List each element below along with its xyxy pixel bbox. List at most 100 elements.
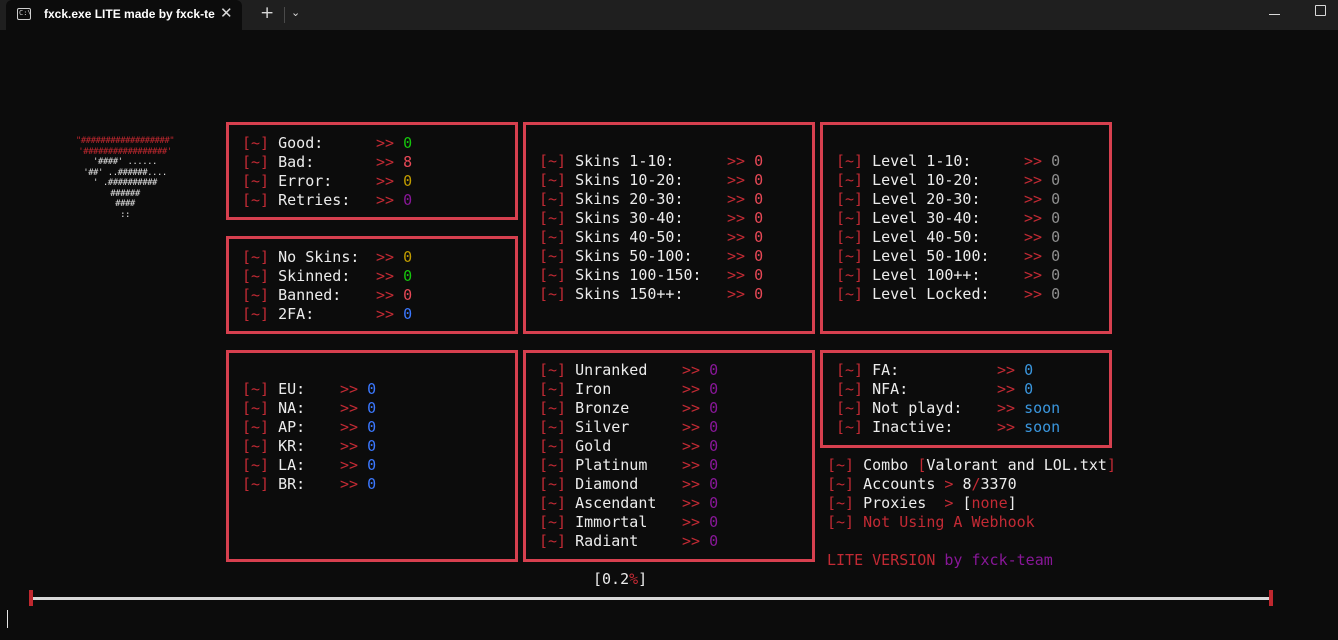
level-label: Level 30-40:	[872, 209, 981, 227]
rank-value: 0	[709, 513, 719, 531]
region-label: NA:	[278, 399, 306, 417]
level-row: [~] Level 100++:>> 0	[836, 266, 1060, 285]
arrow: >>	[1024, 266, 1043, 284]
proxies-line: [~] Proxies > [none]	[827, 494, 1017, 513]
access-value: 0	[1024, 361, 1034, 379]
region-label: LA:	[278, 456, 306, 474]
accounts-line: [~] Accounts > 8/3370	[827, 475, 1017, 494]
chevron-down-icon[interactable]: ⌄	[291, 6, 301, 19]
region-row: [~] AP:>> 0	[242, 418, 376, 437]
minimize-icon[interactable]	[1269, 14, 1280, 15]
region-value: 0	[367, 437, 377, 455]
region-value: 0	[367, 380, 377, 398]
arrow: >>	[682, 513, 701, 531]
skins-label: Skins 50-100:	[575, 247, 693, 265]
terminal-tab[interactable]: C:\ fxck.exe LITE made by fxck-te ✕	[6, 0, 242, 30]
bracket: [~]	[242, 172, 270, 190]
bracket: [~]	[836, 228, 864, 246]
stat-value: 0	[403, 134, 413, 152]
level-row: [~] Level 1-10:>> 0	[836, 152, 1060, 171]
access-label: NFA:	[872, 380, 909, 398]
state-row-banned: [~] Banned:>> 0	[242, 286, 412, 305]
state-value: 0	[403, 267, 413, 285]
accounts-label: Accounts	[863, 475, 936, 493]
status-row-good: [~] Good:>> 0	[242, 134, 412, 153]
state-row-no-skins: [~] No Skins:>> 0	[242, 248, 412, 267]
arrow: >>	[1024, 247, 1043, 265]
progress-open: [	[593, 570, 603, 588]
arrow: >>	[340, 456, 359, 474]
new-tab-icon[interactable]: +	[260, 3, 275, 23]
by-word: by	[944, 551, 963, 569]
combo-line: [~] Combo [Valorant and LOL.txt]	[827, 456, 1116, 475]
arrow: >>	[727, 266, 746, 284]
arrow: >>	[682, 437, 701, 455]
arrow: >>	[376, 286, 395, 304]
region-value: 0	[367, 418, 377, 436]
arrow: >>	[682, 380, 701, 398]
arrow: >>	[682, 361, 701, 379]
arrow: >>	[1024, 209, 1043, 227]
skins-value: 0	[754, 228, 764, 246]
progress-pct: %	[629, 570, 639, 588]
arrow: >>	[1024, 190, 1043, 208]
maximize-icon[interactable]	[1315, 5, 1326, 16]
bracket: [~]	[836, 266, 864, 284]
bracket: [~]	[836, 285, 864, 303]
region-label: KR:	[278, 437, 306, 455]
bracket: [~]	[242, 418, 270, 436]
region-row: [~] EU:>> 0	[242, 380, 376, 399]
skins-label: Skins 40-50:	[575, 228, 684, 246]
level-value: 0	[1051, 228, 1061, 246]
ranks-panel	[523, 350, 815, 562]
rank-row: [~] Ascendant>> 0	[539, 494, 718, 513]
accounts-total: 3370	[980, 475, 1017, 493]
bracket: [~]	[242, 248, 270, 266]
status-row-error: [~] Error:>> 0	[242, 172, 412, 191]
stat-label: Good:	[278, 134, 324, 152]
skins-row: [~] Skins 100-150:>> 0	[539, 266, 763, 285]
stat-value: 0	[403, 172, 413, 190]
bracket: [~]	[539, 456, 567, 474]
logo-row: '##' ..######....	[83, 167, 167, 178]
state-value: 0	[403, 305, 413, 323]
region-label: BR:	[278, 475, 306, 493]
rank-row: [~] Bronze>> 0	[539, 399, 718, 418]
level-value: 0	[1051, 171, 1061, 189]
progress-label: [0.2%]	[593, 570, 647, 588]
arrow: >>	[340, 437, 359, 455]
combo-open: [	[917, 456, 927, 474]
rank-row: [~] Immortal>> 0	[539, 513, 718, 532]
rank-value: 0	[709, 437, 719, 455]
arrow: >>	[682, 475, 701, 493]
progress-start-cap	[29, 590, 33, 606]
skins-value: 0	[754, 190, 764, 208]
level-label: Level Locked:	[872, 285, 990, 303]
bracket: [~]	[242, 286, 270, 304]
close-tab-icon[interactable]: ✕	[220, 4, 233, 22]
stat-value: 8	[403, 153, 413, 171]
bracket: [~]	[836, 247, 864, 265]
rank-label: Gold	[575, 437, 612, 455]
region-label: EU:	[278, 380, 306, 398]
skins-value: 0	[754, 209, 764, 227]
accounts-sep: >	[944, 475, 954, 493]
bracket: [~]	[836, 399, 864, 417]
arrow: >>	[340, 399, 359, 417]
arrow: >>	[376, 305, 395, 323]
arrow: >>	[727, 171, 746, 189]
bracket: [~]	[539, 380, 567, 398]
bracket: [~]	[242, 475, 270, 493]
stat-label: Error:	[278, 172, 333, 190]
access-label: Inactive:	[872, 418, 954, 436]
bracket: [~]	[539, 418, 567, 436]
skins-row: [~] Skins 1-10:>> 0	[539, 152, 763, 171]
arrow: >>	[997, 418, 1016, 436]
progress-value: 0.2	[602, 570, 630, 588]
bracket: [~]	[539, 475, 567, 493]
arrow: >>	[682, 399, 701, 417]
status-row-retries: [~] Retries:>> 0	[242, 191, 412, 210]
level-value: 0	[1051, 247, 1061, 265]
arrow: >>	[340, 380, 359, 398]
accounts-slash: /	[971, 475, 981, 493]
